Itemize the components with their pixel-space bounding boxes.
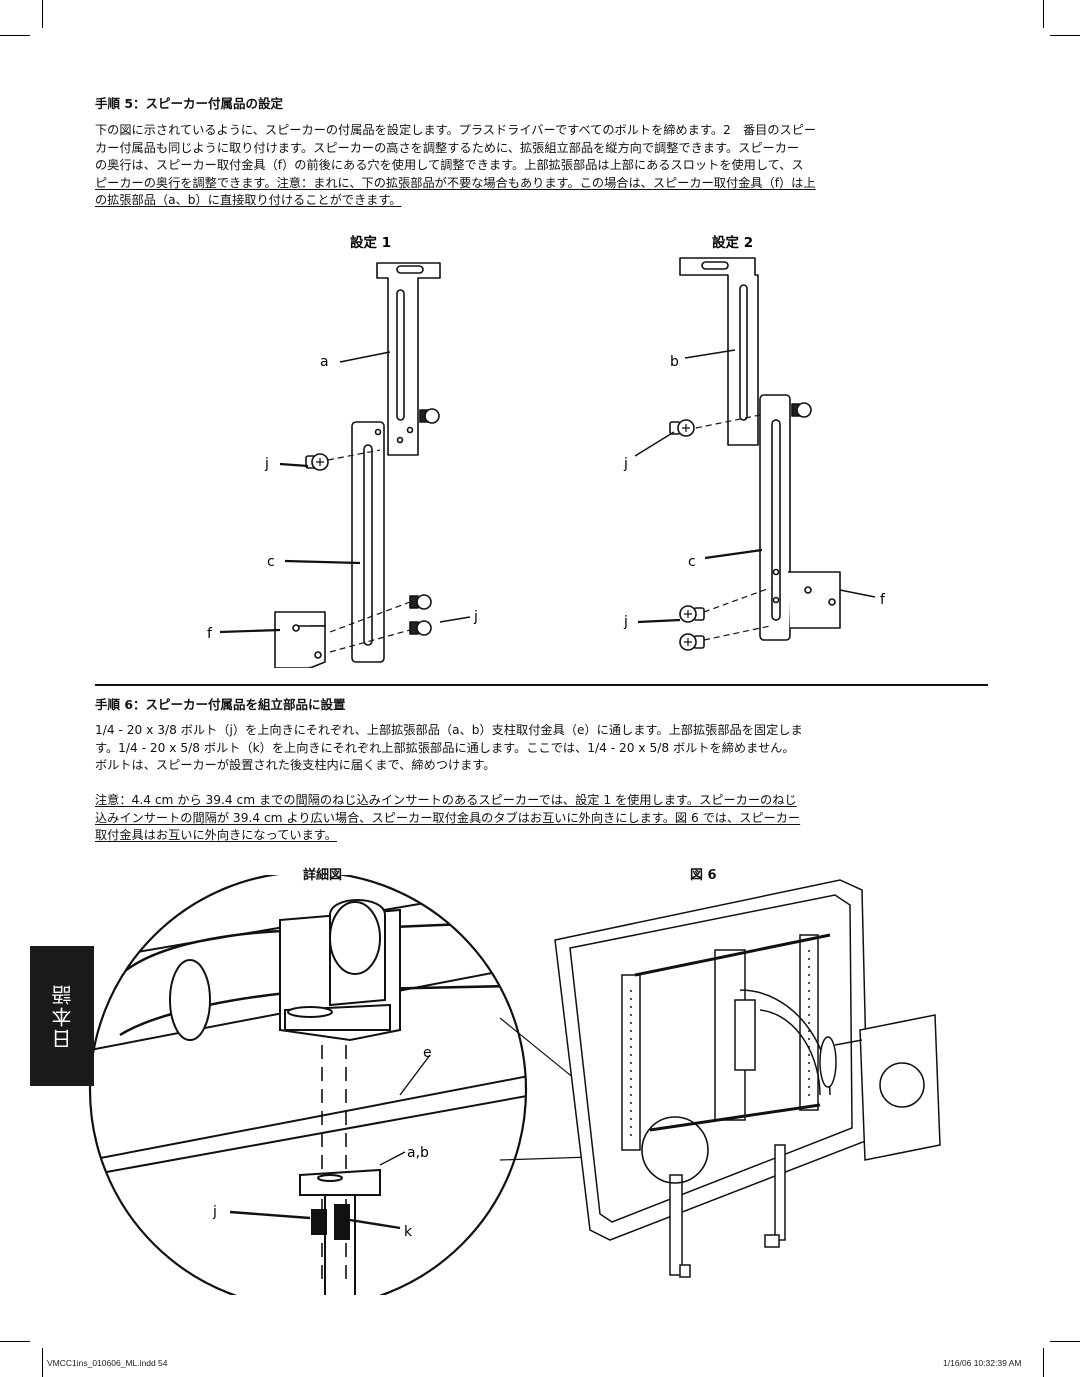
tv-mount-illustration (554, 879, 941, 1278)
bolt-j (305, 453, 329, 471)
language-tab-label: 日本語 (50, 983, 75, 1049)
label-j: j (212, 1204, 217, 1220)
bolt-j (679, 605, 705, 623)
step5-line: ピーカーの奥行を調整できます。注意：まれに、下の拡張部品が不要な場合もあります。… (95, 175, 816, 190)
step5-line: カー付属品も同じように取り付けます。スピーカーの高さを調整するために、拡張組立部… (95, 140, 800, 155)
label-j: j (264, 456, 269, 472)
label-c: c (688, 554, 696, 570)
section-divider (95, 684, 988, 686)
note-line: 注意：4.4 cm から 39.4 cm までの間隔のねじ込みインサートのあるス… (95, 793, 797, 807)
step5-heading: 手順 5：スピーカー付属品の設定 (95, 96, 284, 111)
label-f: f (880, 592, 886, 608)
bolt (409, 594, 432, 610)
note-line: 取付金具はお互いに外向きになっています。 (95, 828, 337, 843)
crop-mark (1050, 35, 1080, 36)
label-c: c (267, 554, 275, 570)
bolt (409, 620, 432, 636)
footer-timestamp: 1/16/06 10:32:39 AM (943, 1358, 1022, 1368)
label-e: e (423, 1045, 432, 1061)
crop-mark (0, 1341, 30, 1342)
setting1-title: 設定 1 (350, 234, 391, 251)
crop-mark (1050, 1341, 1080, 1342)
figure-6-diagram: e a,b j k (88, 875, 941, 1295)
setting-diagram: 設定 1 設定 2 a j c f j (207, 234, 886, 668)
step6-line: ボルトは、スピーカーが設置された後支柱内に届くまで、締めつけます。 (95, 758, 496, 773)
detail-circle (88, 875, 528, 1295)
crop-mark (1043, 1348, 1044, 1377)
setting1-assembly (219, 262, 471, 668)
step6-heading: 手順 6：スピーカー付属品を組立部品に設置 (95, 697, 346, 712)
figure-6-title: 図 6 (690, 868, 717, 883)
step5-body: 下の図に示されているように、スピーカーの付属品を設定します。プラスドライバーです… (95, 122, 995, 210)
setting2-assembly (634, 257, 876, 651)
language-tab: 日本語 (30, 946, 94, 1086)
footer-filename: VMCC1ins_010606_ML.indd 54 (47, 1358, 168, 1368)
crop-mark (0, 35, 30, 36)
step5-line: の拡張部品（a、b）に直接取り付けることができます。 (95, 193, 402, 208)
setting2-title: 設定 2 (712, 234, 753, 251)
crop-mark (1043, 0, 1044, 28)
bolt-j (669, 419, 695, 437)
bolt (791, 402, 812, 418)
label-j: j (623, 614, 628, 630)
step6-body: 1/4 - 20 x 3/8 ボルト（j）を上向きにそれぞれ、上部拡張部品（a、… (95, 722, 995, 775)
step6-note: 注意：4.4 cm から 39.4 cm までの間隔のねじ込みインサートのあるス… (95, 792, 995, 845)
crop-mark (42, 1348, 43, 1377)
step5-line: 下の図に示されているように、スピーカーの付属品を設定します。プラスドライバーです… (95, 123, 817, 137)
detail-magnified-view (90, 879, 526, 1295)
bolt-j (679, 633, 705, 651)
bolt (419, 408, 440, 424)
label-j: j (473, 609, 478, 625)
crop-mark (42, 0, 43, 28)
label-b: b (670, 354, 679, 370)
detail-title: 詳細図 (303, 868, 343, 883)
label-ab: a,b (407, 1145, 429, 1161)
step6-line: す。1/4 - 20 x 5/8 ボルト（k）を上向きにそれぞれ上部拡張部品に通… (95, 740, 795, 755)
magnify-circle (641, 1116, 709, 1184)
step5-line: の奥行は、スピーカー取付金具（f）の前後にある穴を使用して調整できます。上部拡張… (95, 158, 804, 173)
label-j: j (623, 456, 628, 472)
note-line: 込みインサートの間隔が 39.4 cm より広い場合、スピーカー取付金具のタブは… (95, 810, 801, 825)
step6-line: 1/4 - 20 x 3/8 ボルト（j）を上向きにそれぞれ、上部拡張部品（a、… (95, 723, 803, 737)
label-f: f (207, 626, 213, 642)
label-k: k (404, 1224, 413, 1240)
label-a: a (320, 354, 329, 370)
